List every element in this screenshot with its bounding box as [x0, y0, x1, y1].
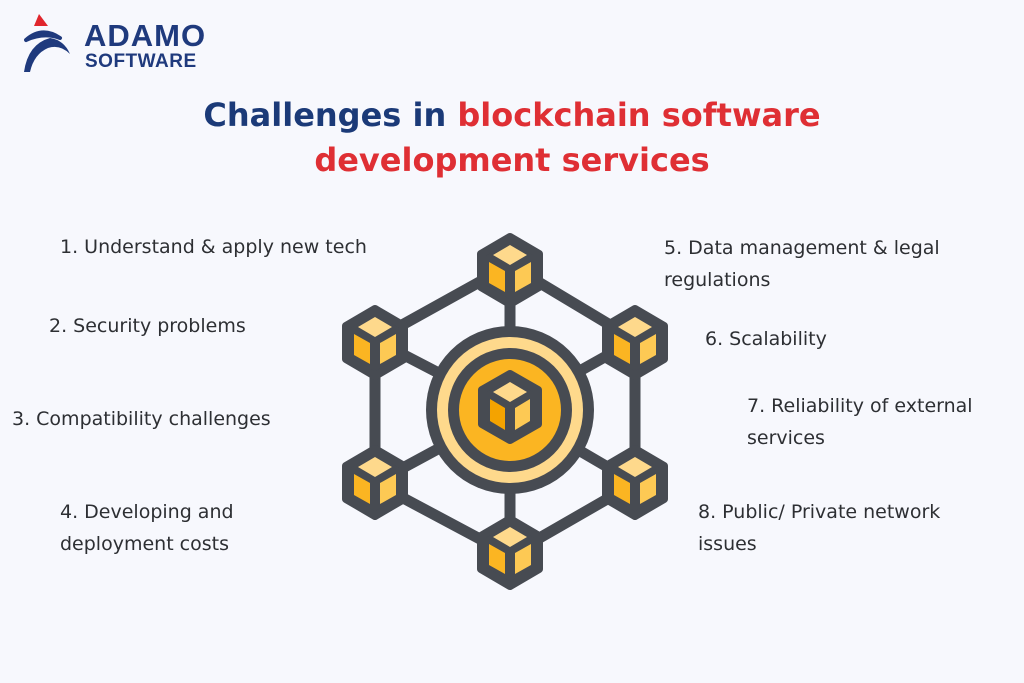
challenge-item-text: 7. Reliability of external [747, 395, 973, 417]
challenge-item-4: 4. Developing and deployment costs [60, 496, 234, 560]
challenge-item-text: 5. Data management & legal [664, 237, 940, 259]
challenge-item-text: 4. Developing and [60, 501, 234, 523]
challenge-item-text: 8. Public/ Private network [698, 501, 941, 523]
title-line-1: Challenges in blockchain software [0, 93, 1024, 138]
logo-text-adamo: ADAMO [84, 18, 207, 53]
challenge-item-text: 6. Scalability [705, 328, 827, 350]
challenge-item-text: issues [698, 533, 757, 555]
challenge-item-6: 6. Scalability [705, 323, 827, 355]
adamo-logo: ADAMO SOFTWARE [22, 14, 242, 74]
page-title: Challenges in blockchain software develo… [0, 93, 1024, 183]
challenge-item-text: 3. Compatibility challenges [12, 408, 271, 430]
challenge-item-text: 2. Security problems [49, 315, 246, 337]
challenge-item-text: regulations [664, 269, 771, 291]
title-line-2: development services [314, 141, 710, 179]
challenge-item-text: deployment costs [60, 533, 230, 555]
challenge-item-2: 2. Security problems [49, 310, 246, 342]
challenge-item-text: 1. Understand & apply new tech [60, 236, 367, 258]
title-part-blue: Challenges in [203, 96, 458, 134]
challenge-item-3: 3. Compatibility challenges [12, 403, 271, 435]
adamo-logo-mark-icon [24, 14, 70, 72]
title-part-red: blockchain software [457, 96, 821, 134]
challenge-item-7: 7. Reliability of external services [747, 390, 973, 454]
logo-text-software: SOFTWARE [85, 51, 197, 72]
challenge-item-1: 1. Understand & apply new tech [60, 231, 367, 263]
challenge-item-text: services [747, 427, 825, 449]
challenge-item-5: 5. Data management & legal regulations [664, 232, 940, 296]
challenge-item-8: 8. Public/ Private network issues [698, 496, 940, 560]
